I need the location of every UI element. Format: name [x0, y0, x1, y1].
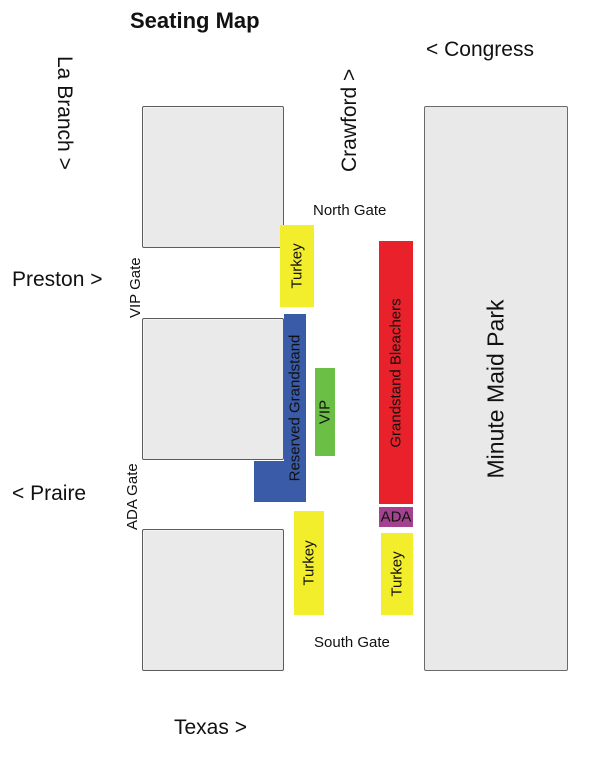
- south-gate-label: South Gate: [314, 634, 390, 651]
- city-block-south: [142, 529, 284, 671]
- ada-gate-label: ADA Gate: [124, 463, 141, 530]
- section-turkey-bottom-right-label: Turkey: [388, 551, 406, 597]
- reserved-grandstand-label-box: Reserved Grandstand: [284, 314, 306, 502]
- section-turkey-top-label: Turkey: [288, 243, 306, 289]
- city-block-north: [142, 106, 284, 248]
- street-praire: < Praire: [12, 482, 87, 505]
- section-ada-label: ADA: [380, 508, 412, 526]
- section-grandstand-bleachers[interactable]: Grandstand Bleachers: [379, 241, 413, 504]
- city-block-middle: [142, 318, 284, 460]
- section-grandstand-bleachers-label: Grandstand Bleachers: [387, 297, 405, 448]
- street-congress: < Congress: [426, 38, 534, 61]
- street-texas: Texas >: [174, 716, 247, 739]
- section-turkey-bottom-left-label: Turkey: [300, 540, 318, 586]
- section-vip-label: VIP: [316, 399, 334, 425]
- section-turkey-bottom-right[interactable]: Turkey: [381, 533, 413, 615]
- street-preston: Preston >: [12, 268, 103, 291]
- section-turkey-bottom-left[interactable]: Turkey: [294, 511, 324, 615]
- section-reserved-grandstand[interactable]: [284, 314, 306, 502]
- street-la-branch: La Branch >: [53, 56, 76, 170]
- map-title: Seating Map: [130, 8, 260, 33]
- section-reserved-grandstand-label: Reserved Grandstand: [286, 334, 304, 482]
- vip-gate-label: VIP Gate: [127, 257, 144, 318]
- park-label: Minute Maid Park: [482, 299, 509, 478]
- minute-maid-park: Minute Maid Park: [424, 106, 568, 671]
- section-turkey-top[interactable]: Turkey: [280, 225, 314, 307]
- section-ada[interactable]: ADA: [379, 507, 413, 527]
- section-vip[interactable]: VIP: [315, 368, 335, 456]
- section-reserved-grandstand-extension[interactable]: [254, 461, 306, 502]
- street-crawford: Crawford >: [338, 68, 361, 172]
- north-gate-label: North Gate: [313, 202, 387, 219]
